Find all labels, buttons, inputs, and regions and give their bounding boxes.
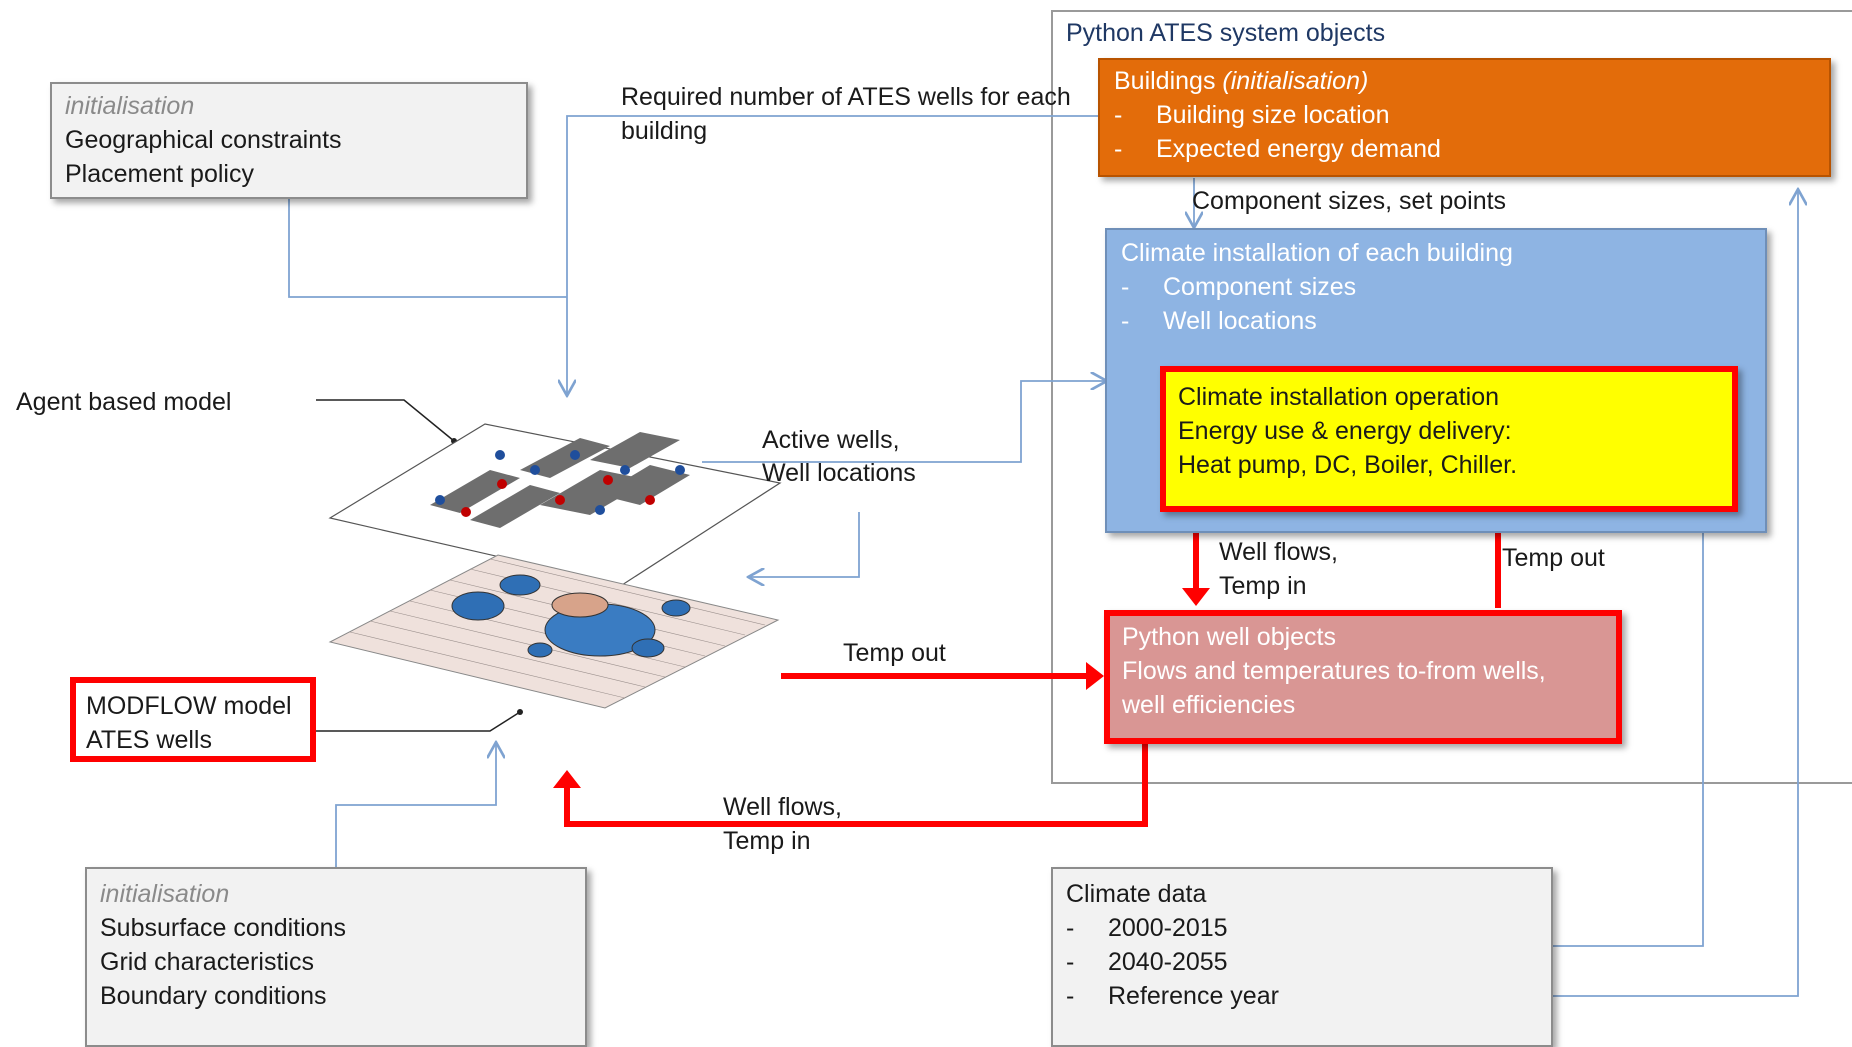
climate-data-item-3: -Reference year <box>1066 982 1279 1010</box>
well-flows-bottom-1: Well flows, <box>723 793 843 821</box>
climate-inst-title: Climate installation of each building <box>1121 239 1513 267</box>
init-bottom-line-2: Grid characteristics <box>100 948 314 976</box>
connector-active-wells <box>702 381 1105 463</box>
modflow-line-1: MODFLOW model <box>86 692 292 720</box>
modflow-box: MODFLOW model ATES wells <box>70 677 316 762</box>
temp-out-mid-label: Temp out <box>843 639 946 667</box>
agent-pointer <box>316 399 455 442</box>
modflow-pointer <box>316 711 521 732</box>
active-wells-label-1: Active wells, <box>762 426 900 454</box>
red-arrow-well-flows-bottom <box>564 744 1148 827</box>
climate-data-box: Climate data -2000-2015 -2040-2055 -Refe… <box>1051 867 1553 1047</box>
active-wells-label-2: Well locations <box>762 459 916 487</box>
climate-op-line-2: Energy use & energy delivery: <box>1178 417 1512 445</box>
arrowhead-down <box>1182 588 1210 606</box>
climate-inst-item-1: -Component sizes <box>1121 273 1357 301</box>
init-bottom-box: initialisation Subsurface conditions Gri… <box>85 867 587 1047</box>
init-bottom-italic: initialisation <box>100 880 230 908</box>
buildings-title-row: Buildings (initialisation) <box>1114 64 1815 98</box>
buildings-item-2: -Expected energy demand <box>1114 135 1441 163</box>
climate-data-item-2: -2040-2055 <box>1066 948 1228 976</box>
required-label-1: Required number of ATES wells for each <box>621 83 1071 111</box>
buildings-title: Buildings <box>1114 67 1223 95</box>
temp-out-right-label: Temp out <box>1502 544 1605 572</box>
init-bottom-line-3: Boundary conditions <box>100 982 327 1010</box>
climate-data-title: Climate data <box>1066 880 1207 908</box>
init-top-line-1: Geographical constraints <box>65 126 342 154</box>
init-top-italic: initialisation <box>65 92 195 120</box>
connector-init-bottom <box>335 744 496 867</box>
agent-pointer-dot <box>451 438 457 444</box>
modflow-pointer-dot <box>517 709 523 715</box>
buildings-item-1: -Building size location <box>1114 101 1390 129</box>
init-top-line-2: Placement policy <box>65 160 254 188</box>
climate-operation-box: Climate installation operation Energy us… <box>1160 366 1738 512</box>
connector-required <box>567 115 1098 394</box>
python-wells-line-2: Flows and temperatures to-from wells, <box>1122 657 1546 685</box>
climate-inst-item-2: -Well locations <box>1121 307 1317 335</box>
python-wells-line-1: Python well objects <box>1122 623 1337 651</box>
python-wells-box: Python well objects Flows and temperatur… <box>1104 610 1622 744</box>
well-flows-right-2: Temp in <box>1219 572 1307 600</box>
connector-init-top <box>288 198 567 298</box>
agent-based-model-label: Agent based model <box>16 388 232 416</box>
climate-data-item-1: -2000-2015 <box>1066 914 1228 942</box>
well-flows-right-1: Well flows, <box>1219 538 1339 566</box>
climate-op-line-1: Climate installation operation <box>1178 383 1500 411</box>
modflow-line-2: ATES wells <box>86 726 212 754</box>
well-flows-bottom-2: Temp in <box>723 827 811 855</box>
climate-op-line-3: Heat pump, DC, Boiler, Chiller. <box>1178 451 1518 479</box>
python-frame-title: Python ATES system objects <box>1066 19 1386 47</box>
buildings-title-italic: (initialisation) <box>1222 67 1369 95</box>
buildings-box: Buildings (initialisation) -Building siz… <box>1098 58 1831 177</box>
init-top-box: initialisation Geographical constraints … <box>50 82 528 199</box>
connector-well-locations <box>750 512 860 577</box>
component-label: Component sizes, set points <box>1192 187 1507 215</box>
init-bottom-line-1: Subsurface conditions <box>100 914 346 942</box>
python-wells-line-3: well efficiencies <box>1122 691 1296 719</box>
arrowhead-right <box>1086 662 1104 690</box>
required-label-2: building <box>621 117 708 145</box>
python-frame <box>1051 10 1852 784</box>
arrowhead-up-bottom <box>553 770 581 788</box>
